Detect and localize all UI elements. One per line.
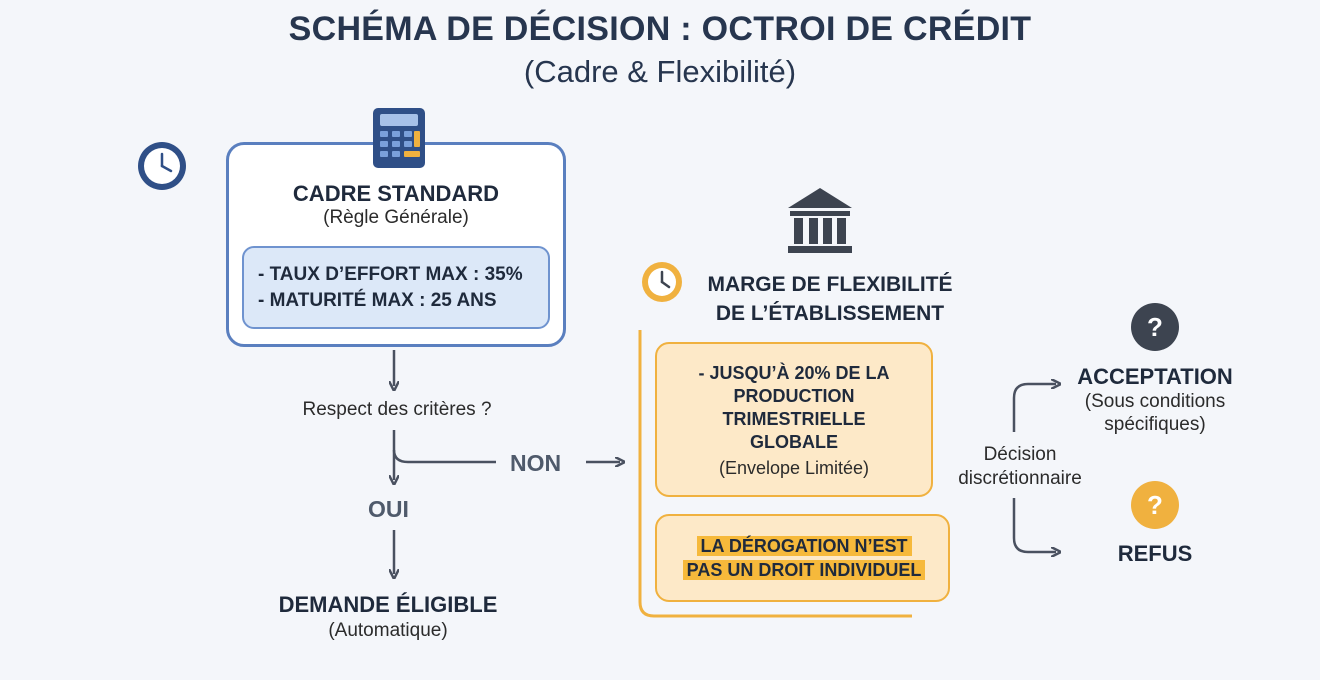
calculator-icon bbox=[373, 108, 425, 168]
standard-rules-box bbox=[242, 246, 550, 329]
derogation-warning-box bbox=[655, 514, 950, 602]
eligible-request-title: DEMANDE ÉLIGIBLE bbox=[278, 592, 498, 617]
eligible-request-subtitle: (Automatique) bbox=[328, 620, 448, 641]
question-icon: ? bbox=[1131, 303, 1179, 351]
discretionary-decision-label: Décision discrétionnaire bbox=[930, 443, 1110, 491]
flexibility-limit-box bbox=[655, 342, 933, 497]
acceptance-subtitle: (Sous conditions spécifiques) bbox=[1040, 390, 1270, 436]
rule-max-maturity: - MATURITÉ MAX : 25 ANS bbox=[258, 290, 497, 311]
criteria-question: Respect des critères ? bbox=[302, 399, 492, 420]
flexibility-bracket bbox=[638, 330, 912, 618]
acceptance-title: ACCEPTATION bbox=[1077, 364, 1233, 389]
limit-line-2: PRODUCTION bbox=[733, 386, 855, 406]
arrow-acceptance bbox=[1012, 384, 1056, 432]
flexibility-limit-text: - JUSQU’À 20% DE LA PRODUCTION TRIMESTRI… bbox=[670, 362, 918, 454]
clock-icon bbox=[642, 262, 682, 302]
derogation-warning-text: LA DÉROGATION N’EST PAS UN DROIT INDIVID… bbox=[676, 534, 932, 582]
limit-line-4: GLOBALE bbox=[750, 432, 838, 452]
standard-frame-title: CADRE STANDARD bbox=[292, 181, 500, 206]
flexibility-title: MARGE DE FLEXIBILITÉ DE L’ÉTABLISSEMENT bbox=[690, 270, 970, 328]
no-label: NON bbox=[510, 450, 562, 476]
flexibility-title-line1: MARGE DE FLEXIBILITÉ bbox=[707, 273, 953, 296]
svg-text:?: ? bbox=[1147, 490, 1163, 520]
limit-line-1: - JUSQU’À 20% DE LA bbox=[698, 363, 890, 383]
flexibility-title-line2: DE L’ÉTABLISSEMENT bbox=[715, 302, 945, 325]
refusal-title: REFUS bbox=[1117, 541, 1193, 566]
warning-line-2: PAS UN DROIT INDIVIDUEL bbox=[682, 560, 926, 580]
rule-effort-rate: - TAUX D’EFFORT MAX : 35% bbox=[258, 264, 523, 285]
question-icon: ? bbox=[1131, 481, 1179, 529]
warning-line-1: LA DÉROGATION N’EST bbox=[696, 536, 912, 556]
clock-icon bbox=[138, 142, 186, 190]
branch-no-line bbox=[392, 449, 496, 464]
decision-label-line1: Décision bbox=[983, 444, 1057, 465]
arrow-refusal bbox=[1012, 498, 1056, 552]
acceptance-sub-line1: (Sous conditions bbox=[1084, 391, 1226, 412]
page-title: SCHÉMA DE DÉCISION : OCTROI DE CRÉDIT bbox=[288, 10, 1032, 48]
limit-line-3: TRIMESTRIELLE bbox=[722, 409, 866, 429]
page-subtitle: (Cadre & Flexibilité) bbox=[523, 54, 797, 89]
limit-note: (Envelope Limitée) bbox=[718, 458, 870, 478]
svg-text:?: ? bbox=[1147, 312, 1163, 342]
standard-frame-subtitle: (Règle Générale) bbox=[323, 207, 469, 228]
yes-label: OUI bbox=[368, 496, 409, 522]
decision-label-line2: discrétionnaire bbox=[958, 468, 1082, 489]
bank-icon bbox=[788, 188, 852, 253]
acceptance-sub-line2: spécifiques) bbox=[1104, 414, 1206, 435]
